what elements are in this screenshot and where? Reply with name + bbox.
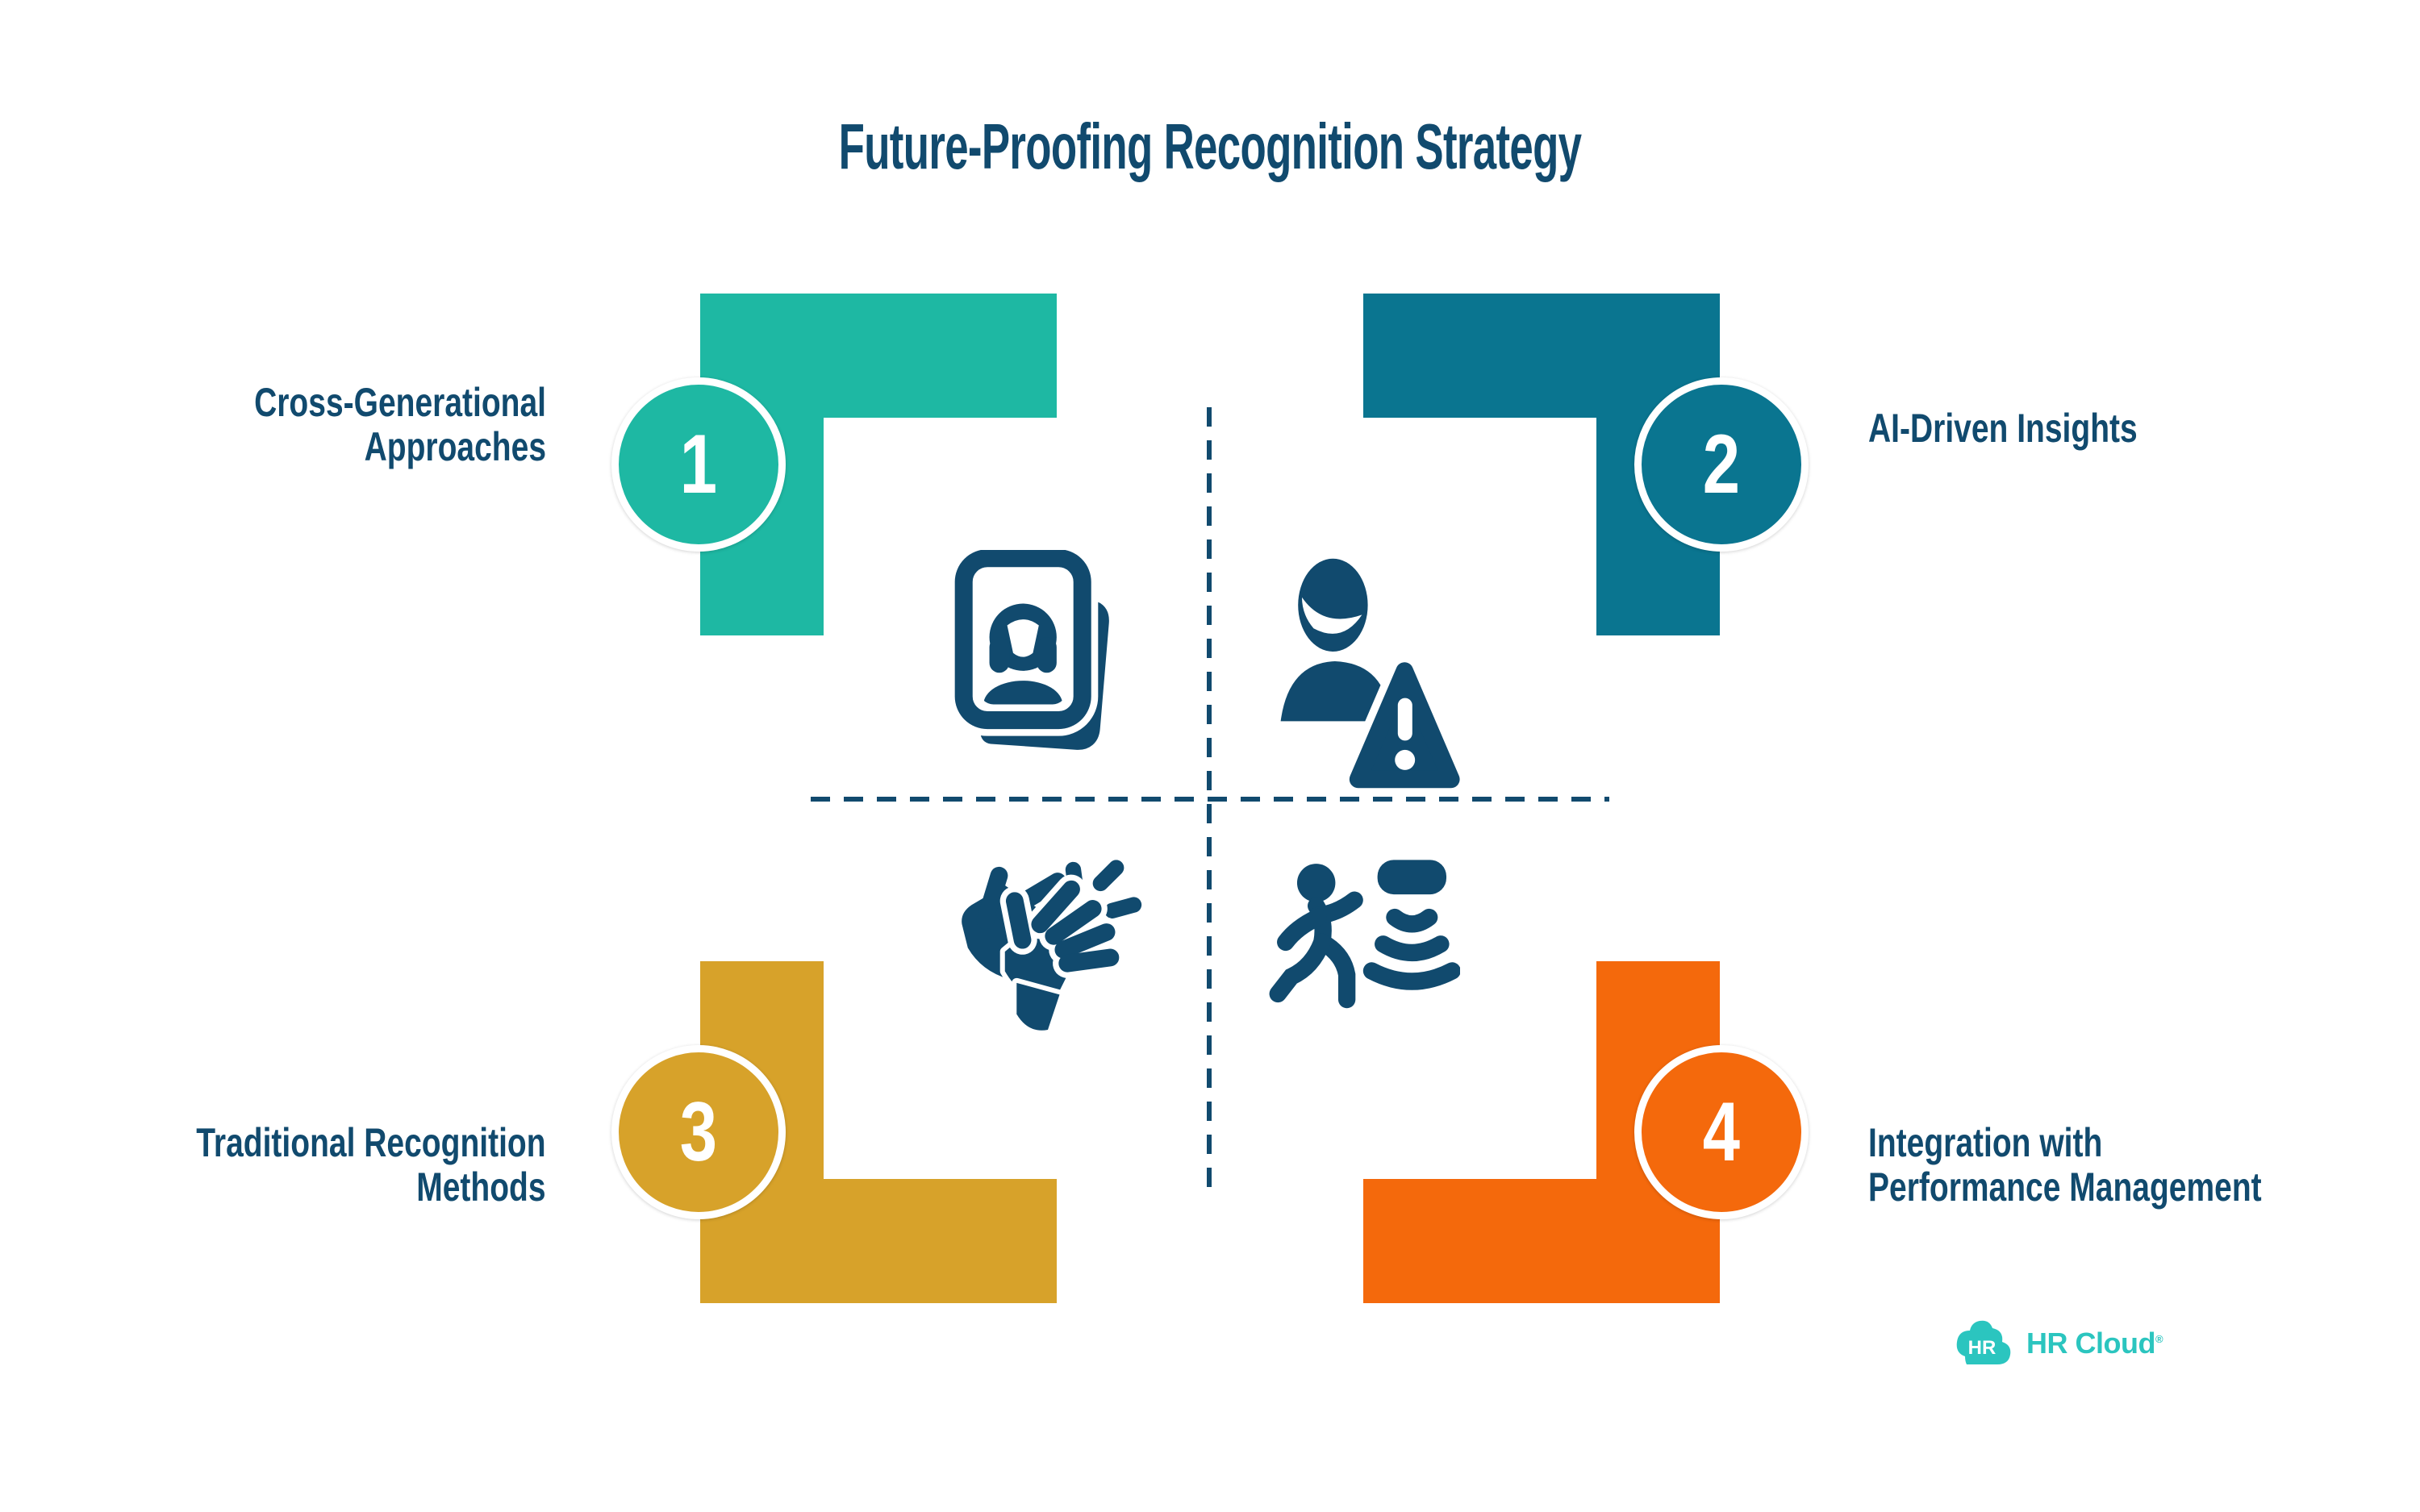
quadrant2-label-line1: AI-Driven Insights — [1868, 406, 2138, 451]
page-title: Future-Proofing Recognition Strategy — [838, 110, 1582, 182]
hr-cloud-badge-text: HR — [1968, 1337, 1996, 1359]
photo-portrait-icon — [952, 550, 1109, 750]
quadrant3-label-line1: Traditional Recognition — [196, 1120, 546, 1165]
quadrant1-label-line1: Cross-Generational — [254, 380, 546, 425]
quadrant2-label: AI-Driven Insights — [1868, 406, 2138, 451]
quadrant3-label-line2: Methods — [416, 1164, 546, 1210]
step-circle-4: 4 — [1634, 1045, 1809, 1219]
hr-cloud-badge-icon: HR — [1952, 1318, 2017, 1369]
step-number-4: 4 — [1702, 1085, 1741, 1179]
step-circle-1: 1 — [611, 377, 786, 552]
step-number-2: 2 — [1702, 418, 1741, 511]
quadrant3-label: Traditional Recognition Methods — [197, 1121, 546, 1210]
step-number-3: 3 — [679, 1085, 718, 1179]
quadrant4-label-line1: Integration with — [1868, 1120, 2103, 1165]
step-number-1: 1 — [679, 418, 718, 511]
person-alert-icon — [1280, 558, 1467, 796]
hr-cloud-wordmark: HR Cloud® — [2026, 1327, 2163, 1360]
quadrant3-shape-bottom-bar — [700, 1179, 1057, 1303]
clapping-hands-icon — [962, 860, 1142, 1035]
quadrant1-label: Cross-Generational Approaches — [254, 381, 546, 469]
step-circle-2: 2 — [1634, 377, 1809, 552]
hr-cloud-logo: HR HR Cloud® — [1952, 1318, 2163, 1369]
quadrant4-label: Integration with Performance Management — [1868, 1121, 2262, 1210]
quadrant1-label-line2: Approaches — [364, 424, 546, 469]
step-circle-3: 3 — [611, 1045, 786, 1219]
quadrant4-label-line2: Performance Management — [1868, 1164, 2262, 1210]
motion-sensor-icon — [1269, 860, 1460, 1009]
registered-mark: ® — [2155, 1333, 2163, 1345]
quadrant4-shape-bottom-bar — [1363, 1179, 1720, 1303]
